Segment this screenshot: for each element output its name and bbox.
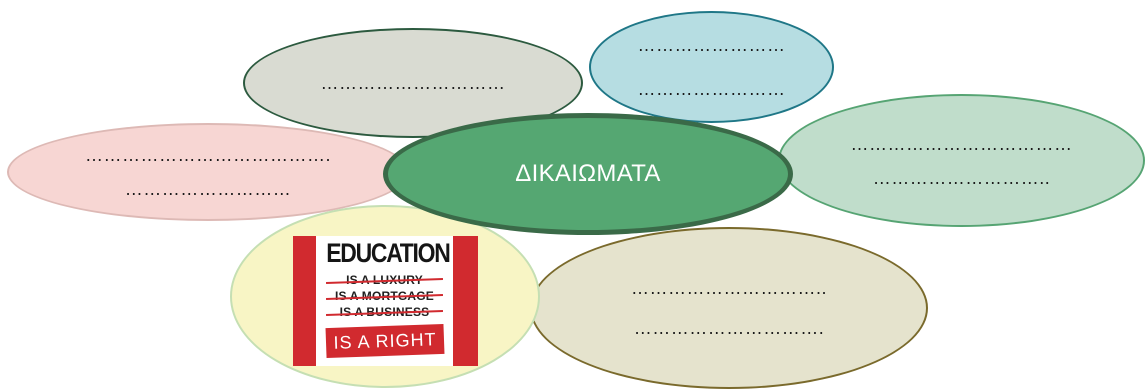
poster-struck-line: IS A MORTGAGE [316,289,453,303]
poster-headline: EDUCATION [326,238,451,268]
poster-struck-line: IS A BUSINESS [316,305,453,319]
bubble-left: …………………………………. ……………………… [7,123,409,221]
central-node: ΔΙΚΑΙΩΜΑΤΑ [383,113,793,235]
blank-line: …………………… [637,79,786,99]
blank-line: ……………………… [124,179,292,199]
education-poster-image: EDUCATION IS A LUXURY IS A MORTGAGE IS A… [293,236,478,366]
blank-line: ……………………….. [872,167,1051,188]
blank-line: ……………………………… [850,133,1073,154]
bubble-right: ……………………………… ……………………….. [778,94,1145,227]
central-label: ΔΙΚΑΙΩΜΑΤΑ [515,160,661,187]
poster-paper: EDUCATION IS A LUXURY IS A MORTGAGE IS A… [316,236,453,366]
blank-line: …………………… [637,35,786,55]
poster-final-line: IS A RIGHT [325,323,445,359]
blank-line: …………………………. [633,318,825,338]
blank-line: …………………………………. [84,145,331,165]
bubble-top-right: …………………… …………………… [589,11,834,123]
poster-struck-line: IS A LUXURY [316,273,453,287]
blank-line: ………………………… [320,73,506,93]
bubble-bottom-right: ………………………….. …………………………. [530,227,928,389]
bubble-top-left: ………………………… [243,28,583,138]
blank-line: ………………………….. [630,278,827,298]
